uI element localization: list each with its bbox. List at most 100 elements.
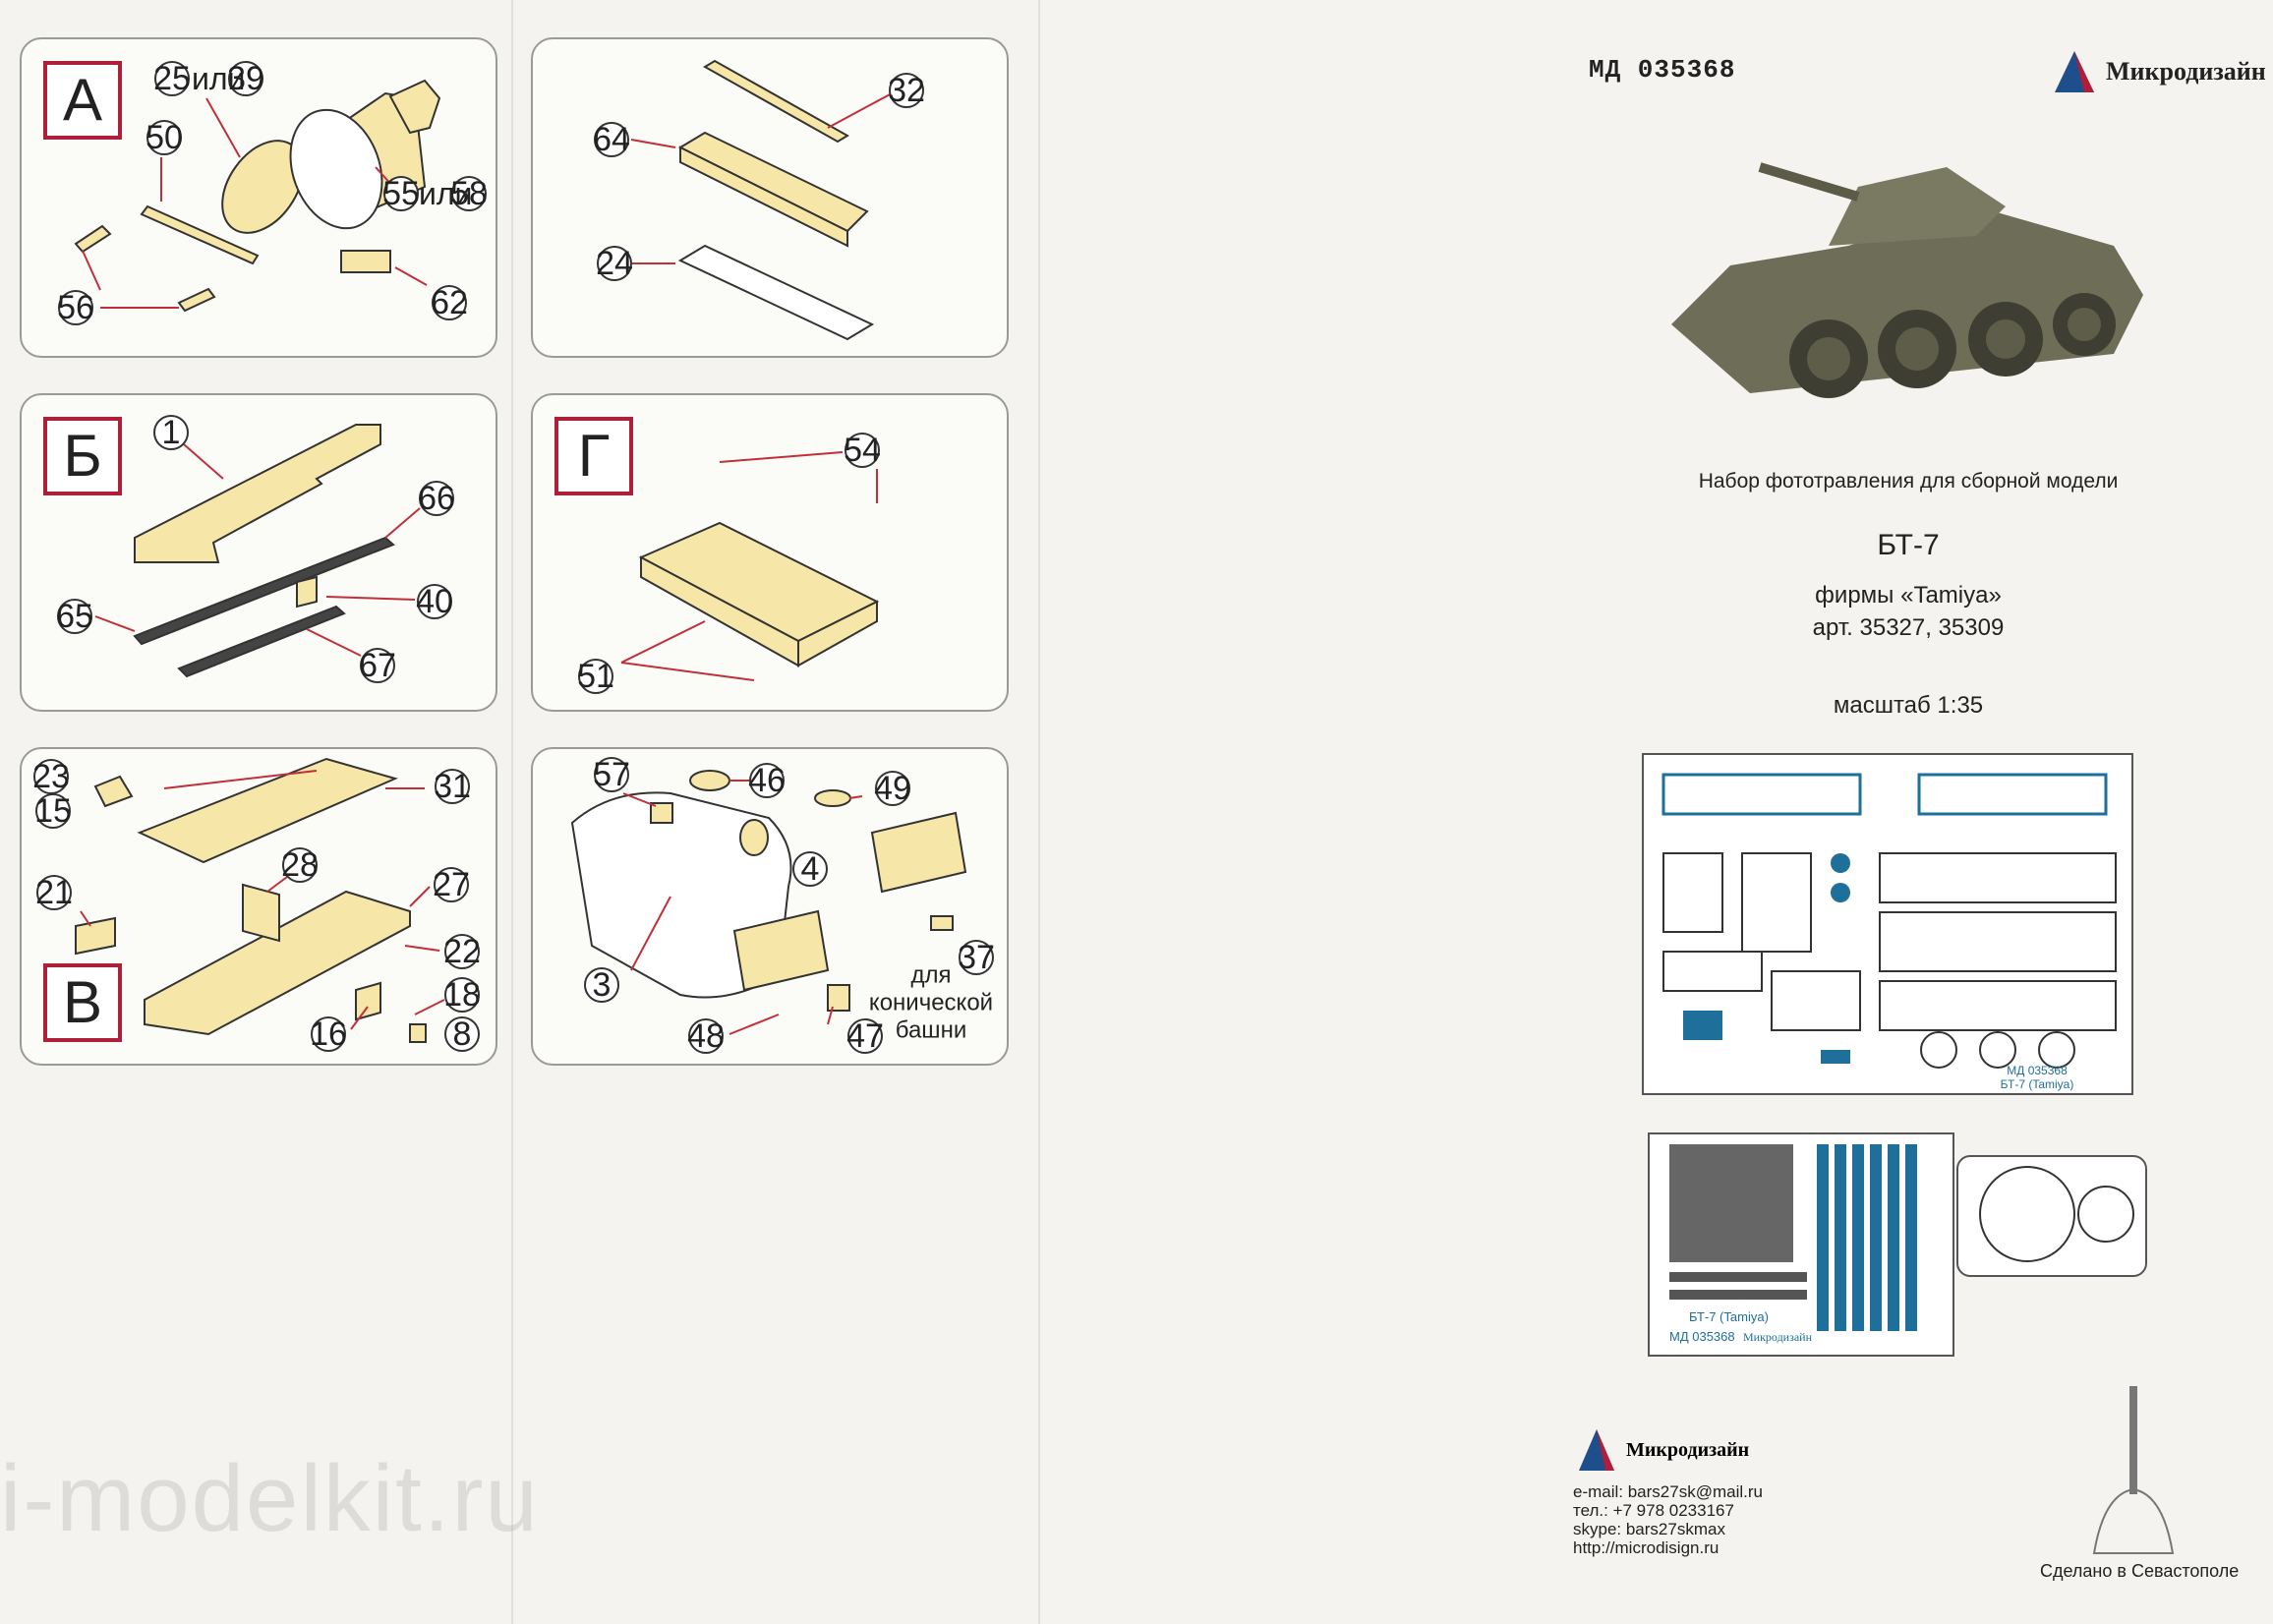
callout-40: 40: [416, 583, 453, 620]
callout-24: 24: [596, 245, 633, 282]
scale: масштаб 1:35: [1833, 692, 1984, 719]
callout-1: 1: [162, 414, 181, 451]
articles: арт. 35327, 35309: [1812, 614, 2005, 641]
brand-logo: Микродизайн: [2045, 47, 2266, 96]
model-name: БТ-7: [1877, 529, 1940, 561]
small-part: [827, 984, 850, 1012]
divider-plate: [242, 883, 280, 943]
step-letter-a: А: [43, 61, 122, 140]
lens-fret-drawing: [1979, 1166, 2134, 1262]
fender-cover-end: [797, 600, 878, 667]
step-letter-c: В: [43, 963, 122, 1042]
callout-arrow: [350, 1006, 369, 1030]
callout-56: 56: [57, 289, 94, 326]
callout-46: 46: [748, 762, 786, 799]
step-letter-e: Г: [554, 417, 633, 495]
note-line: для: [910, 962, 951, 989]
callout-arrow: [622, 792, 657, 807]
brand-name: Микродизайн: [1626, 1439, 1750, 1461]
cover-panel: МД 035368 Микродизайн Набор фототравлени…: [1544, 0, 2273, 1624]
ring-part: [689, 770, 730, 791]
fret-drawing: МД 035368 БТ-7 (Tamiya): [1661, 773, 2117, 1091]
callout-arrow: [630, 139, 676, 148]
diagram-a: 25 или 39 50 55 или 58 56 62: [57, 60, 488, 326]
callout-25: 25: [153, 60, 191, 97]
callout-arrow: [620, 620, 706, 664]
callout-arrow: [82, 250, 101, 291]
callout-54: 54: [844, 432, 881, 469]
phone: тел.: +7 978 0233167: [1573, 1501, 1734, 1520]
callout-arrow: [404, 945, 440, 952]
clip-part: [177, 287, 216, 313]
made-in: Сделано в Севастополе: [2040, 1561, 2240, 1581]
box-part: [340, 250, 391, 273]
callout-39: 39: [227, 60, 264, 97]
callout-55: 55: [382, 175, 420, 212]
callout-18: 18: [443, 976, 481, 1014]
callout-32: 32: [888, 72, 925, 109]
monument-icon: [2092, 1386, 2175, 1554]
callout-67: 67: [359, 647, 396, 684]
callout-4: 4: [801, 850, 820, 888]
fender-plate: [137, 757, 398, 864]
callout-arrow: [163, 770, 318, 789]
callout-51: 51: [577, 658, 614, 695]
fret-label: МД 035368: [2007, 1064, 2068, 1077]
callout-8: 8: [453, 1015, 472, 1053]
callout-arrow: [409, 886, 431, 907]
panel-d: 32 64 24: [531, 37, 1009, 358]
brand-name: Микродизайн: [2106, 57, 2266, 86]
subtitle: Набор фототравления для сборной модели: [1698, 470, 2119, 493]
maker: фирмы «Tamiya»: [1815, 582, 2002, 609]
latch-small: [409, 1023, 427, 1043]
callout-37: 37: [958, 939, 995, 976]
callout-arrow: [325, 596, 416, 601]
callout-28: 28: [281, 846, 319, 884]
side-plate: [296, 575, 318, 609]
callout-23: 23: [32, 758, 70, 795]
callout-arrow: [94, 615, 136, 632]
callout-58: 58: [450, 175, 488, 212]
fret-label: БТ-7 (Tamiya): [1689, 1309, 1769, 1324]
callout-arrow: [719, 451, 844, 463]
clip-part: [74, 224, 112, 254]
mantlet-part: [732, 909, 830, 992]
website: http://microdisign.ru: [1573, 1538, 1719, 1557]
callout-arrow: [183, 443, 224, 480]
fender-box-top: [677, 131, 869, 233]
small-part: [930, 915, 954, 931]
frame-part: [677, 244, 875, 341]
callout-57: 57: [593, 756, 630, 793]
product-code: МД 035368: [1589, 55, 1736, 85]
note-line: башни: [896, 1017, 966, 1044]
panel-f: 57 46 49 4 3 37 48 47 для конической баш…: [531, 747, 1009, 1066]
callout-50: 50: [146, 119, 183, 156]
latch-part: [355, 981, 381, 1021]
fender-box-side: [679, 145, 848, 248]
brand-logo-footer: Микродизайн: [1573, 1425, 1789, 1475]
callout-arrow: [630, 896, 671, 971]
diagram-b: 1 66 65 40 67: [56, 414, 455, 684]
panel-a: А 25 или 39 50 55: [20, 37, 497, 358]
diagram-d: 32 64 24: [593, 59, 925, 341]
callout-62: 62: [431, 284, 468, 321]
panel-c: В 23 15 31 28 21: [20, 747, 497, 1066]
callout-48: 48: [687, 1017, 725, 1055]
storage-box: [144, 890, 411, 1036]
mesh-fret-drawing: БТ-7 (Tamiya) МД 035368 Микродизайн: [1669, 1144, 1917, 1344]
hinge-part: [93, 775, 134, 808]
headlight-lens: [289, 108, 383, 230]
ring-part: [814, 789, 851, 807]
fold-line: [1038, 0, 1040, 1624]
panel-e: Г 54 51: [531, 393, 1009, 712]
callout-arrow: [827, 1006, 834, 1025]
contacts: e-mail: bars27sk@mail.ru тел.: +7 978 02…: [1573, 1482, 1763, 1557]
fret-brand: Микродизайн: [1743, 1330, 1813, 1344]
fold-line: [511, 0, 513, 1624]
callout-arrow: [620, 662, 755, 681]
callout-16: 16: [310, 1015, 347, 1053]
callout-64: 64: [593, 121, 630, 158]
note-line: конической: [869, 990, 993, 1016]
callout-47: 47: [846, 1017, 884, 1055]
callout-49: 49: [874, 770, 911, 807]
